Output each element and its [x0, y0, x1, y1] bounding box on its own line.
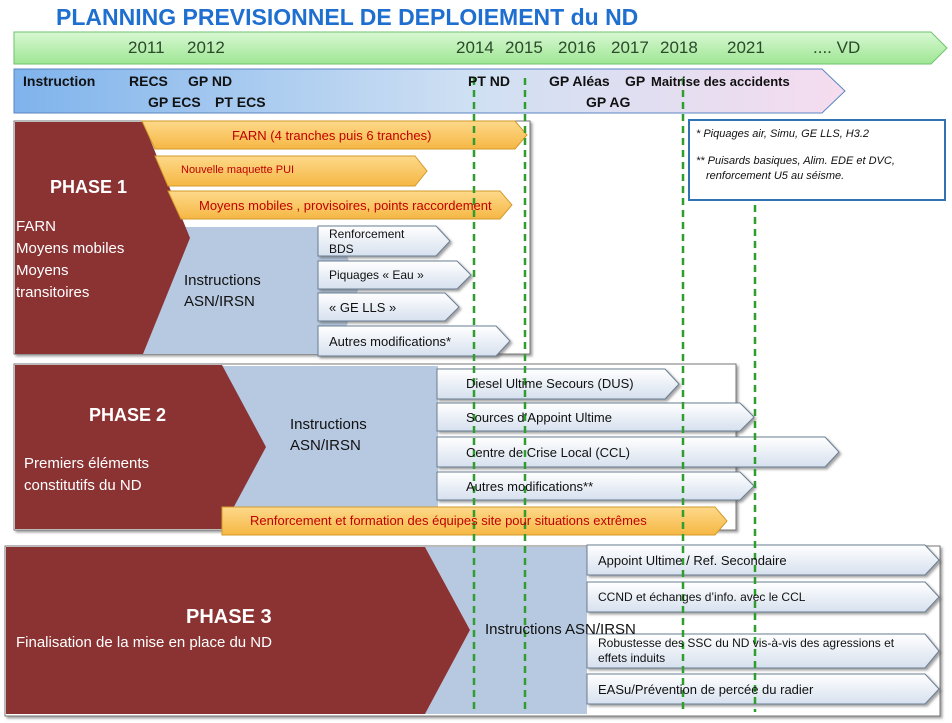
chip-label-line: effets induits: [598, 651, 666, 665]
notes-box: * Piquages air, Simu, GE LLS, H3.2 ** Pu…: [688, 119, 946, 201]
label-gp-ecs: GP ECS: [148, 94, 201, 110]
phase2-subtitle: Premiers éléments constitutifs du ND: [24, 453, 149, 497]
label-gp-aleas: GP Aléas: [549, 73, 610, 89]
chip-label-ccl: Centre de Crise Local (CCL): [466, 445, 631, 460]
chip-ge-lls: [317, 292, 460, 322]
label-pt-ecs: PT ECS: [215, 94, 266, 110]
chip-appoint-ultime: [586, 544, 940, 576]
phase2-subtitle-line: Premiers éléments: [24, 455, 150, 472]
chip-label-easu: EASu/Prévention de percée du radier: [598, 682, 814, 697]
phase1-subtitle-line: transitoires: [16, 284, 90, 301]
timeline-arrow: [13, 31, 948, 65]
phase2-subtitle-line: constitutifs du ND: [24, 477, 142, 494]
chip-label-piquages-eau: Piquages « Eau »: [329, 268, 424, 282]
chip-ccnd: [586, 581, 940, 613]
orange-label-renforcement: Renforcement et formation des équipes si…: [250, 513, 647, 528]
label-recs: RECS: [129, 73, 168, 89]
chip-easu: [586, 673, 940, 705]
orange-label-farn: FARN (4 tranches puis 6 tranches): [232, 128, 432, 143]
phase1-instructions-panel: [142, 227, 358, 354]
phase1-arrow: [15, 122, 190, 354]
note-1: * Piquages air, Simu, GE LLS, H3.2: [696, 128, 870, 140]
year-2018: 2018: [660, 38, 698, 57]
orange-bar-maquette: [154, 155, 428, 187]
label-gp: GP: [625, 73, 646, 89]
phase3-subtitle: Finalisation de la mise en place du ND: [16, 634, 272, 651]
label-gp-nd: GP ND: [188, 73, 233, 89]
chip-label-dus: Diesel Ultime Secours (DUS): [466, 376, 634, 391]
orange-label-maquette: Nouvelle maquette PUI: [181, 164, 295, 176]
phase1-instructions-label: Instructions ASN/IRSN: [184, 270, 261, 312]
chip-label-renforcement-bds: Renforcement BDS: [329, 227, 404, 257]
chip-sau: [436, 402, 755, 432]
chip-autres-modifs-1: [317, 325, 511, 357]
year-2011: 2011: [128, 38, 165, 57]
phase3-arrow: [6, 547, 470, 714]
label-instruction: Instruction: [23, 73, 96, 89]
note-2: ** Puisards basiques, Alim. EDE et DVC, …: [696, 155, 895, 182]
orange-label-moyens: Moyens mobiles , provisoires, points rac…: [199, 198, 492, 213]
orange-bar-renforcement: [221, 506, 728, 536]
page-title: PLANNING PREVISIONNEL DE DEPLOIEMENT du …: [56, 4, 639, 30]
chip-autres-modifs-2: [436, 471, 755, 501]
chip-label-ccnd: CCND et échanges d’info. avec le CCL: [598, 590, 806, 604]
year-2017: 2017: [611, 38, 649, 57]
chip-label-appoint: Appoint Ultime / Ref. Secondaire: [598, 553, 787, 568]
label-gp-ag: GP AG: [586, 94, 631, 110]
phase2-instructions-line: ASN/IRSN: [290, 437, 361, 454]
phase2-arrow: [15, 365, 266, 529]
year-2014: 2014: [456, 38, 494, 57]
phase3-title: PHASE 3: [186, 606, 272, 628]
chip-robustesse: [586, 633, 940, 669]
year-2015: 2015: [505, 38, 543, 57]
year-vd: .... VD: [813, 38, 861, 57]
phase1-instructions-line: ASN/IRSN: [184, 293, 255, 310]
chip-label-sau: Sources d’Appoint Ultime: [466, 410, 612, 425]
chip-piquages-eau: [317, 260, 472, 290]
chip-label-line: Renforcement: [329, 227, 405, 241]
chip-label-line: Robustesse des SSC du ND vis-à-vis des a…: [598, 636, 895, 650]
phase2-instructions-panel: [222, 366, 438, 530]
phase1-subtitle-line: Moyens mobiles: [16, 240, 125, 257]
phase3-instructions-label: Instructions ASN/IRSN: [485, 621, 636, 638]
chip-label-autres-1: Autres modifications*: [329, 334, 452, 349]
phase1-subtitle-line: FARN: [16, 218, 57, 235]
chip-ccl: [436, 436, 840, 468]
phase1-subtitle: FARN Moyens mobiles Moyens transitoires: [16, 216, 124, 304]
chip-label-line: BDS: [329, 242, 354, 256]
chip-label-robustesse: Robustesse des SSC du ND vis-à-vis des a…: [598, 636, 894, 666]
phase1-subtitle-line: Moyens: [16, 262, 69, 279]
phase3-instructions-panel: [425, 547, 587, 714]
orange-bar-farn: [141, 120, 528, 150]
instructions-arrow: [13, 68, 846, 114]
label-pt-nd: PT ND: [468, 73, 510, 89]
orange-bar-moyens: [167, 190, 513, 220]
phase1-instructions-line: Instructions: [184, 272, 261, 289]
phase1-title: PHASE 1: [50, 177, 128, 197]
chip-renforcement-bds: [317, 225, 451, 257]
year-2021: 2021: [727, 38, 765, 57]
phase2-instructions-line: Instructions: [290, 416, 367, 433]
chip-label-autres-2: Autres modifications**: [466, 479, 594, 494]
phase2-instructions-label: Instructions ASN/IRSN: [290, 414, 367, 456]
year-2012: 2012: [187, 38, 225, 57]
chip-dus: [436, 368, 680, 400]
phase2-title: PHASE 2: [89, 405, 167, 425]
label-maitrise: Maitrise des accidents: [651, 74, 790, 89]
year-2016: 2016: [558, 38, 596, 57]
chip-label-ge-lls: « GE LLS »: [329, 300, 397, 315]
